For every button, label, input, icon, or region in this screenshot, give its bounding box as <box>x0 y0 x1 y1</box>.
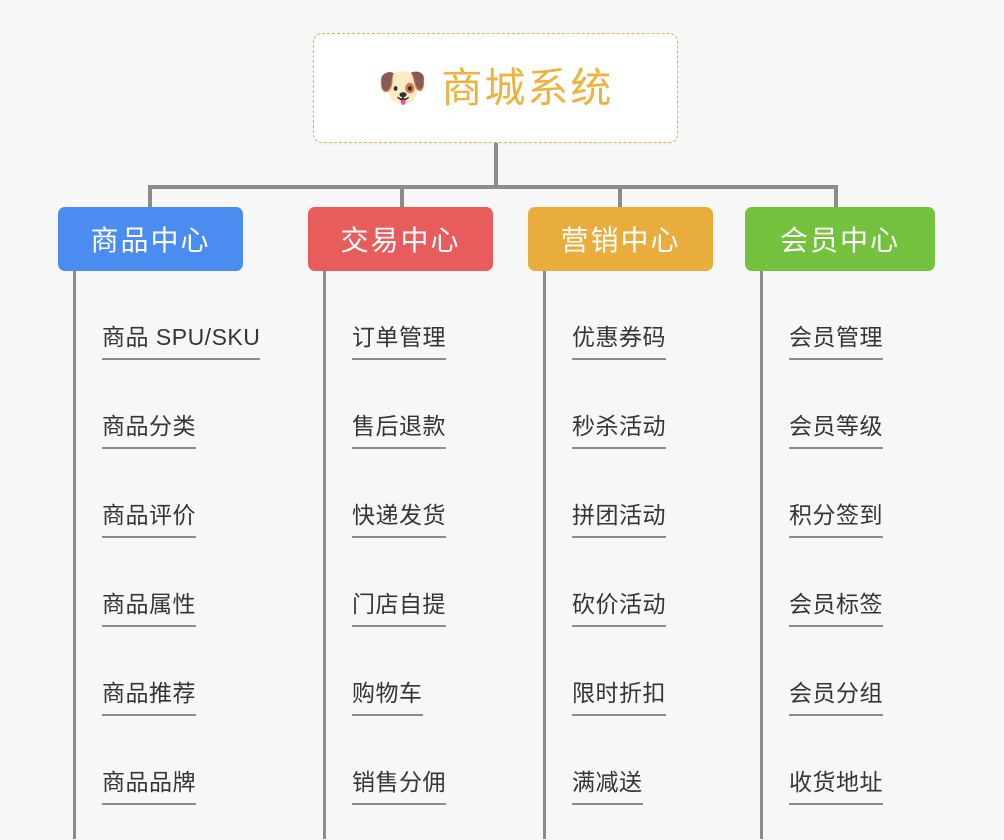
connector-bus-bar <box>148 185 838 189</box>
leaf-label: 商品 SPU/SKU <box>102 326 261 360</box>
leaf-item[interactable]: 会员分组 <box>760 627 985 716</box>
dog-face-icon: 🐶 <box>377 66 428 110</box>
connector-root-stem <box>494 143 498 188</box>
leaf-item[interactable]: 售后退款 <box>323 360 548 449</box>
connector-drop-trade-center <box>400 185 404 209</box>
leaf-label: 积分签到 <box>789 504 883 538</box>
connector-drop-product-center <box>148 185 152 209</box>
leaf-label: 快递发货 <box>352 504 446 538</box>
leaf-item[interactable]: 积分签到 <box>760 449 985 538</box>
root-title: 商城系统 <box>441 64 614 111</box>
leaf-item[interactable]: 商品分类 <box>73 360 298 449</box>
leaf-list-product-center: 商品 SPU/SKU 商品分类 商品评价 商品属性 商品推荐 商品品牌 <box>58 271 298 839</box>
leaf-trunk <box>73 271 76 839</box>
branch-header-label: 营销中心 <box>560 225 681 256</box>
leaf-list-member-center: 会员管理 会员等级 积分签到 会员标签 会员分组 收货地址 <box>745 271 985 839</box>
connector-drop-member-center <box>834 185 838 209</box>
leaf-item[interactable]: 会员管理 <box>760 271 985 360</box>
branch-header-product-center[interactable]: 商品中心 <box>58 207 243 271</box>
leaf-item[interactable]: 会员标签 <box>760 538 985 627</box>
leaf-item[interactable]: 优惠券码 <box>543 271 768 360</box>
branch-header-marketing-center[interactable]: 营销中心 <box>528 207 713 271</box>
leaf-label: 拼团活动 <box>572 504 666 538</box>
leaf-list-trade-center: 订单管理 售后退款 快递发货 门店自提 购物车 销售分佣 <box>308 271 548 839</box>
branch-header-label: 会员中心 <box>779 225 900 256</box>
leaf-item[interactable]: 砍价活动 <box>543 538 768 627</box>
leaf-item[interactable]: 商品属性 <box>73 538 298 627</box>
leaf-list-marketing-center: 优惠券码 秒杀活动 拼团活动 砍价活动 限时折扣 满减送 <box>528 271 768 839</box>
branch-product-center: 商品中心 商品 SPU/SKU 商品分类 商品评价 商品属性 商品推荐 商品品牌 <box>58 207 298 839</box>
branch-header-member-center[interactable]: 会员中心 <box>745 207 935 271</box>
connector-drop-marketing-center <box>618 185 622 209</box>
leaf-label: 商品评价 <box>102 504 196 538</box>
branch-trade-center: 交易中心 订单管理 售后退款 快递发货 门店自提 购物车 销售分佣 <box>308 207 548 839</box>
leaf-item[interactable]: 满减送 <box>543 716 768 805</box>
leaf-label: 限时折扣 <box>572 682 666 716</box>
leaf-label: 秒杀活动 <box>572 415 666 449</box>
leaf-label: 会员标签 <box>789 593 883 627</box>
branch-header-trade-center[interactable]: 交易中心 <box>308 207 493 271</box>
leaf-label: 优惠券码 <box>572 326 666 360</box>
branch-header-label: 交易中心 <box>340 225 461 256</box>
branch-member-center: 会员中心 会员管理 会员等级 积分签到 会员标签 会员分组 收货地址 <box>745 207 985 839</box>
leaf-item[interactable]: 商品评价 <box>73 449 298 538</box>
root-node[interactable]: 🐶 商城系统 <box>313 33 678 143</box>
branch-marketing-center: 营销中心 优惠券码 秒杀活动 拼团活动 砍价活动 限时折扣 满减送 <box>528 207 768 839</box>
leaf-label: 订单管理 <box>352 326 446 360</box>
leaf-item[interactable]: 秒杀活动 <box>543 360 768 449</box>
leaf-label: 商品品牌 <box>102 771 196 805</box>
leaf-item[interactable]: 收货地址 <box>760 716 985 805</box>
leaf-label: 门店自提 <box>352 593 446 627</box>
leaf-label: 收货地址 <box>789 771 883 805</box>
leaf-label: 会员管理 <box>789 326 883 360</box>
leaf-item[interactable]: 订单管理 <box>323 271 548 360</box>
leaf-item[interactable]: 拼团活动 <box>543 449 768 538</box>
leaf-label: 购物车 <box>352 682 423 716</box>
leaf-trunk <box>760 271 763 839</box>
leaf-label: 会员分组 <box>789 682 883 716</box>
branch-header-label: 商品中心 <box>90 225 211 256</box>
leaf-trunk <box>323 271 326 839</box>
leaf-item[interactable]: 商品 SPU/SKU <box>73 271 298 360</box>
leaf-label: 会员等级 <box>789 415 883 449</box>
leaf-item[interactable]: 会员等级 <box>760 360 985 449</box>
leaf-label: 商品属性 <box>102 593 196 627</box>
leaf-item[interactable]: 限时折扣 <box>543 627 768 716</box>
leaf-item[interactable]: 商品推荐 <box>73 627 298 716</box>
leaf-label: 满减送 <box>572 771 643 805</box>
leaf-item[interactable]: 销售分佣 <box>323 716 548 805</box>
leaf-label: 商品分类 <box>102 415 196 449</box>
leaf-label: 销售分佣 <box>352 771 446 805</box>
leaf-item[interactable]: 门店自提 <box>323 538 548 627</box>
leaf-item[interactable]: 商品品牌 <box>73 716 298 805</box>
leaf-item[interactable]: 快递发货 <box>323 449 548 538</box>
leaf-label: 砍价活动 <box>572 593 666 627</box>
leaf-label: 售后退款 <box>352 415 446 449</box>
leaf-label: 商品推荐 <box>102 682 196 716</box>
leaf-trunk <box>543 271 546 839</box>
leaf-item[interactable]: 购物车 <box>323 627 548 716</box>
